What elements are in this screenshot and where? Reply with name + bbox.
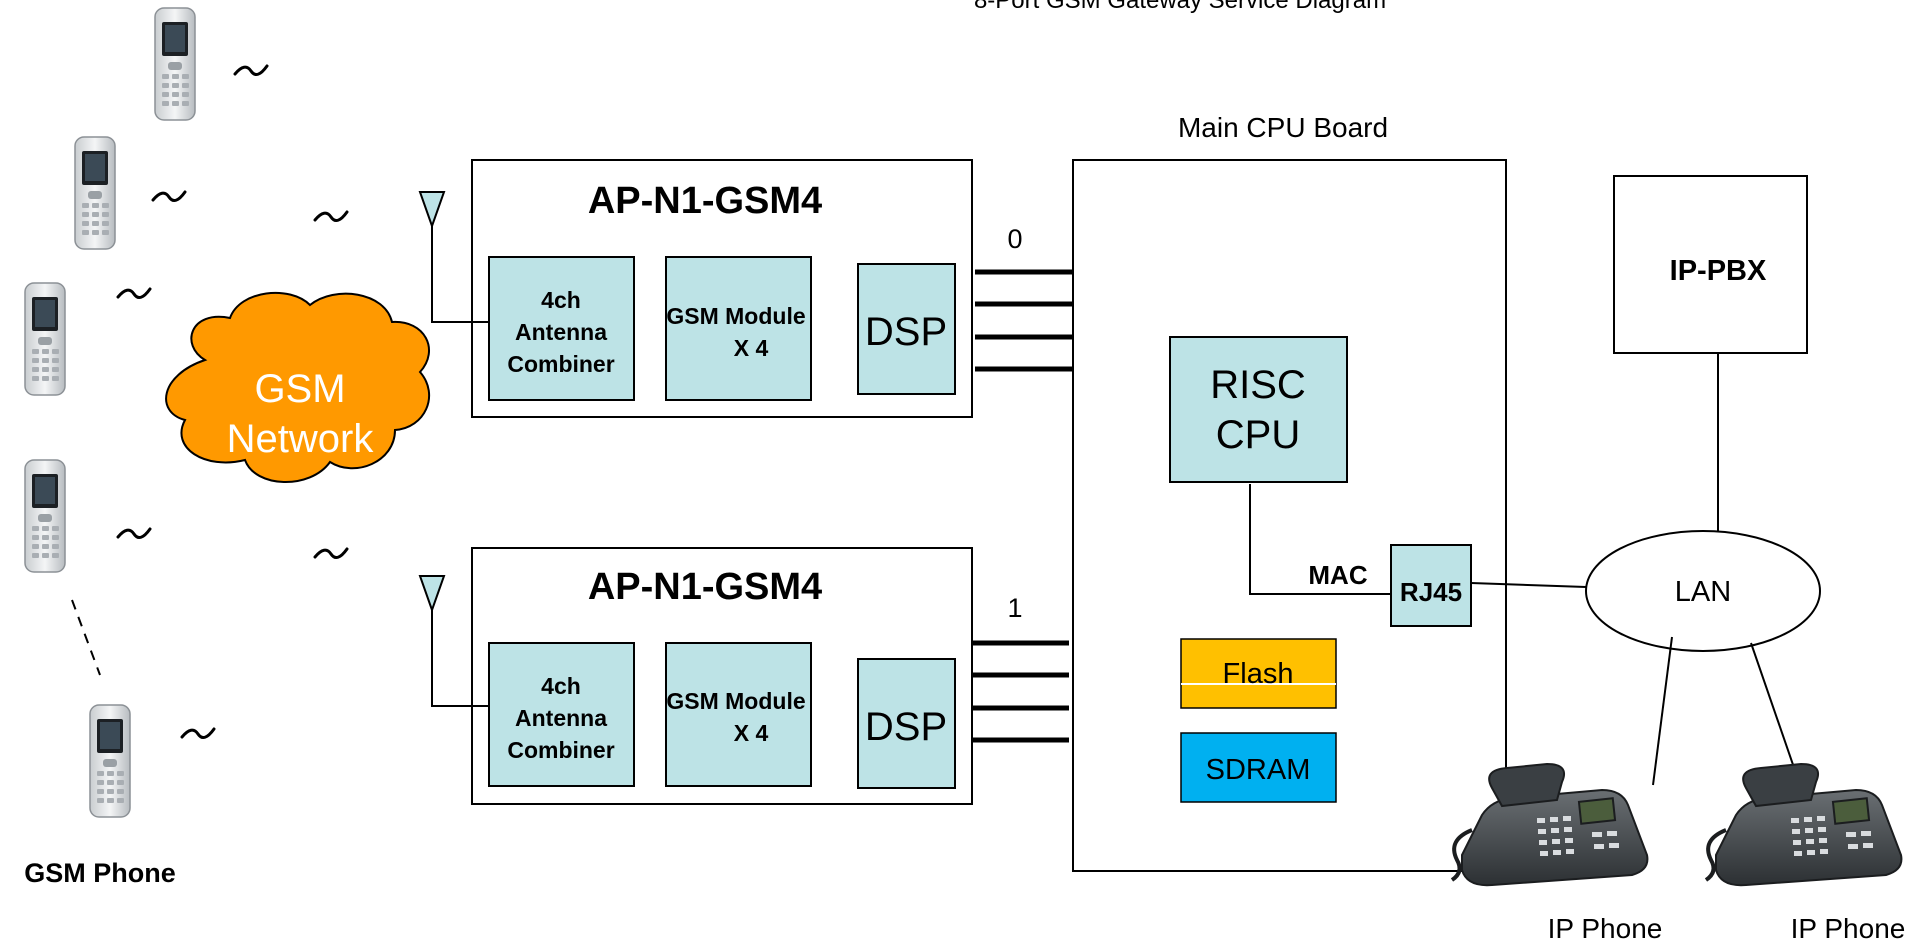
gsm-module-label: GSM Module	[666, 303, 805, 329]
risc-cpu-label: CPU	[1216, 413, 1300, 457]
main-cpu-board: Main CPU Board RISC CPU MAC RJ45 Flash S…	[1072, 112, 1507, 872]
sdram-label: SDRAM	[1206, 754, 1311, 786]
wireless-signal-icon	[313, 210, 349, 223]
sdram-box	[1180, 732, 1337, 803]
gateway-module: AP-N1-GSM4 4ch Antenna Combiner GSM Modu…	[419, 547, 1069, 805]
port-lines	[975, 269, 1073, 372]
rj45-box	[1390, 544, 1472, 627]
cloud-icon	[165, 292, 431, 483]
combiner-label: Combiner	[507, 737, 614, 763]
gsm-module-label: X 4	[734, 720, 769, 746]
gsm-phone-label: GSM Phone	[24, 858, 176, 888]
wireless-signal-icon	[151, 190, 187, 203]
lan-label: LAN	[1675, 576, 1731, 608]
gsm-phone-icon	[89, 704, 131, 818]
combiner-label: Antenna	[515, 705, 607, 731]
gateway-module: AP-N1-GSM4 4ch Antenna Combiner GSM Modu…	[419, 159, 1073, 418]
ip-phone-label: IP Phone	[1791, 913, 1906, 942]
diagram-title: 8-Port GSM Gateway Service Diagram	[974, 0, 1386, 14]
ip-desk-phone-icon	[1704, 762, 1904, 888]
rj45-label: RJ45	[1400, 577, 1462, 607]
port-number: 1	[1007, 593, 1022, 623]
dsp-label: DSP	[865, 705, 947, 749]
ip-pbx-label: IP-PBX	[1670, 255, 1767, 287]
antenna-combiner	[488, 642, 635, 787]
gsm-module-label: GSM Module	[666, 688, 805, 714]
ip-phone-label: IP Phone	[1548, 913, 1663, 942]
risc-cpu-label: RISC	[1210, 363, 1306, 407]
gsm-network-label: GSM	[254, 367, 345, 411]
combiner-label: 4ch	[541, 673, 581, 699]
gsm-phone-icon	[74, 136, 116, 250]
gsm-module-box	[665, 256, 812, 401]
wireless-signal-icon	[233, 64, 269, 77]
antenna-icon	[419, 575, 445, 611]
dsp-box	[857, 658, 956, 789]
combiner-label: 4ch	[541, 287, 581, 313]
module-title: AP-N1-GSM4	[588, 180, 822, 222]
antenna-combiner	[488, 256, 635, 401]
gsm-phone-icon	[24, 459, 66, 573]
combiner-label: Combiner	[507, 351, 614, 377]
ip-pbx-box	[1613, 175, 1808, 354]
gsm-phone-icon	[154, 7, 196, 121]
combiner-label: Antenna	[515, 319, 607, 345]
cpu-board-label: Main CPU Board	[1178, 112, 1388, 143]
dsp-box	[857, 263, 956, 395]
lan-ellipse	[1585, 530, 1821, 652]
antenna-icon	[419, 191, 445, 227]
wireless-signal-icon	[116, 527, 152, 540]
wireless-signal-icon	[116, 287, 152, 300]
ellipsis-dashes	[71, 599, 101, 676]
port-number: 0	[1007, 224, 1022, 254]
flash-box	[1180, 638, 1337, 709]
port-lines	[971, 640, 1069, 743]
gsm-phone-icon	[24, 282, 66, 396]
gsm-module-box	[665, 642, 812, 787]
mac-label: MAC	[1308, 560, 1367, 590]
dsp-label: DSP	[865, 310, 947, 354]
gsm-network-label: Network	[227, 417, 375, 461]
gsm-module-label: X 4	[734, 335, 769, 361]
wireless-signal-icon	[313, 547, 349, 560]
flash-label: Flash	[1223, 658, 1294, 690]
risc-cpu-box	[1169, 336, 1348, 483]
module-title: AP-N1-GSM4	[588, 566, 822, 608]
wireless-signal-icon	[180, 727, 216, 740]
